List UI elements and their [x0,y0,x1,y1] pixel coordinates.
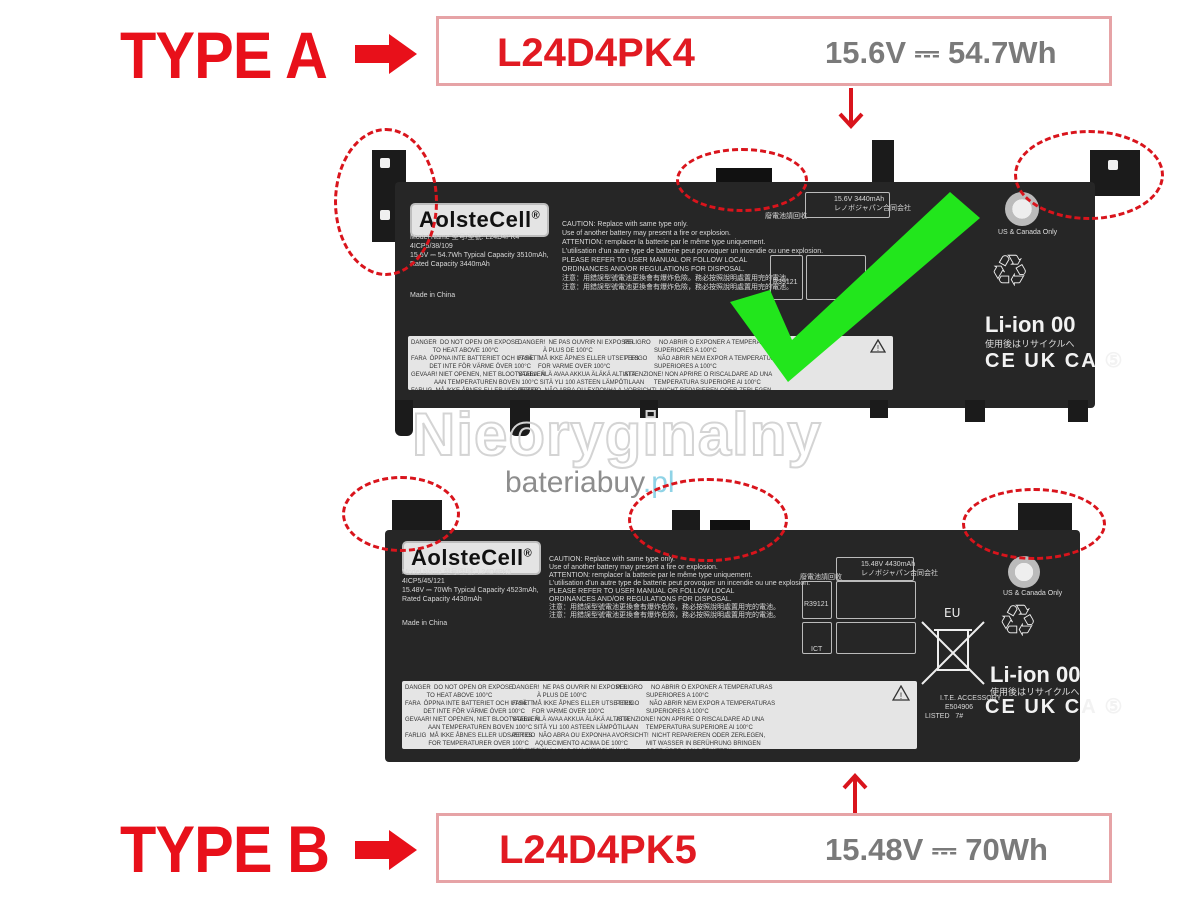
foot [1068,400,1088,422]
bsmi-mark: R39121 [802,581,832,619]
watermark-site-name: bateriabuy [505,466,643,499]
warning-triangle-icon: ! [870,339,886,353]
bsmi-mark: R39121 [770,255,803,300]
warning-col-2: DANGER! NE PAS OUVRIR NI EXPOSER À PLUS … [512,685,639,747]
down-arrow-icon [838,88,864,129]
kc-mark [836,622,916,654]
caution-1: Use of another battery may present a fir… [562,230,731,237]
type-a-model-box: L24D4PK4 15.6V ⎓ 54.7Wh [436,16,1112,86]
caution-3: L'utilisation d'un autre type de batteri… [562,248,824,255]
recycle-icon: ♲ [990,247,1030,296]
us-canada-label: US & Canada Only [998,229,1058,236]
ul-code: E504906 [945,704,974,711]
type-b-label: TYPE B [120,812,330,886]
cert-marks: CE UK CA ⑤ [985,696,1125,718]
highlight-circle [676,148,808,212]
svg-text:!: ! [900,691,903,701]
rated-line: Rated Capacity 4430mAh [402,596,482,603]
foot [870,400,888,418]
caution-2: ATTENTION: remplacer la batterie par le … [562,239,766,246]
ict-mark: ICT [802,622,832,654]
type-a-spec: 15.6V ⎓ 54.7Wh [825,35,1057,70]
pse-text: 15.6V 3440mAh レノボジャパン合同会社 [834,196,911,212]
caution-5: ORDINANCES AND/OR REGULATIONS FOR DISPOS… [549,596,732,603]
liion-sub: 使用後はリサイクルへ [985,340,1075,350]
eu-label: EU [944,606,961,620]
right-arrow-icon [355,830,417,870]
caution-2: ATTENTION: remplacer la batterie par le … [549,572,753,579]
liion-label: Li-ion 00 [990,662,1081,687]
cell-line: 4ICP5/38/109 [410,243,453,250]
recycle-icon: ♲ [998,597,1038,646]
type-b-model-code: L24D4PK5 [499,828,697,872]
capacity-line: 15.6V ⎓ 54.7Wh Typical Capacity 3510mAh, [410,252,549,259]
capacity-line: 15.48V ⎓ 70Wh Typical Capacity 4523mAh, [402,587,539,594]
warning-label: DANGER DO NOT OPEN OR EXPOSE TO HEAT ABO… [402,681,917,749]
ict-label: ICT [811,646,823,653]
rated-line: Rated Capacity 3440mAh [410,261,490,268]
brand-mark: ® [531,209,541,222]
svg-text:!: ! [877,344,879,353]
cert-marks: CE UK CA ⑤ [985,350,1125,372]
type-a-label: TYPE A [120,18,328,92]
pse-mark: 15.6V 3440mAh レノボジャパン合同会社 [805,192,911,218]
highlight-circle [962,488,1106,560]
highlight-circle [334,128,438,276]
caution-4: PLEASE REFER TO USER MANUAL OR FOLLOW LO… [562,257,748,264]
warning-col-3: PELIGRO NO ABRIR O EXPONER A TEMPERATURA… [624,340,784,390]
watermark-text: Nieoryginalny [411,400,822,469]
caution-6: 注意：用錯誤型號電池更換會有爆炸危險，務必按照說明處置用完的電池。 [549,604,780,611]
brand-name: AolsteCell [419,207,532,232]
caution-1: Use of another battery may present a fir… [549,564,718,571]
made-in: Made in China [410,292,456,299]
ul-seal [1008,556,1040,588]
liion-label: Li-ion 00 [985,312,1076,337]
recycle-label: 廢電池請回收 [800,574,842,581]
caution-0: CAUTION: Replace with same type only. [562,221,688,228]
foot [395,400,413,436]
made-in: Made in China [402,620,448,627]
brand-mark: ® [523,547,533,560]
weee-bin-icon [921,621,985,685]
pse-mark: 15.48V 4430mAh レノボジャパン合同会社 [836,557,938,581]
caution-5: ORDINANCES AND/OR REGULATIONS FOR DISPOS… [562,266,745,273]
up-arrow-icon [842,773,868,814]
highlight-circle [628,478,788,562]
cert-code: R39121 [773,279,798,286]
warning-col-3: PELIGRO NO ABRIR O EXPONER A TEMPERATURA… [616,685,776,747]
ul-listed: LISTED 7# [925,713,964,720]
warning-triangle-icon: ! [892,685,910,701]
caution-7: 注意：用錯誤型號電池更換會有爆炸危險，務必按照說明處置用完的電池。 [562,284,793,291]
right-arrow-icon [355,34,417,74]
spec-table [836,581,916,619]
caution-0: CAUTION: Replace with same type only. [549,556,675,563]
type-a-model-code: L24D4PK4 [497,31,695,75]
warning-col-1: DANGER DO NOT OPEN OR EXPOSE TO HEAT ABO… [411,340,546,390]
caution-4: PLEASE REFER TO USER MANUAL OR FOLLOW LO… [549,588,735,595]
mount-tab-mid [872,140,894,190]
pse-text: 15.48V 4430mAh レノボジャパン合同会社 [861,561,938,577]
foot [965,400,985,422]
caution-6: 注意：用錯誤型號電池更換會有爆炸危險。務必按照說明處置用完的電池。 [562,275,793,282]
ite-accessory: I.T.E. ACCESSORY [940,695,1002,702]
cert-code: R39121 [804,601,829,608]
caution-3: L'utilisation d'un autre type de batteri… [549,580,811,587]
warning-col-1: DANGER DO NOT OPEN OR EXPOSE TO HEAT ABO… [405,685,540,747]
liion-sub: 使用後はリサイクルへ [990,688,1080,698]
highlight-circle [1014,130,1164,220]
model-line: Model Name 型号/型號: L24D4PK5 [402,569,512,576]
foot [510,400,530,436]
type-b-spec: 15.48V ⎓ 70Wh [825,832,1048,867]
caution-7: 注意：用錯誤型號電池更換會有爆炸危險，務必按照說明處置用完的電池。 [549,612,780,619]
checkmark-icon [730,192,980,382]
cell-line: 4ICP5/45/121 [402,578,445,585]
foot [640,400,658,418]
type-b-model-box: L24D4PK5 15.48V ⎓ 70Wh [436,813,1112,883]
highlight-circle [342,476,460,552]
warning-col-2: DANGER! NE PAS OUVRIR NI EXPOSER À PLUS … [518,340,645,390]
recycle-label: 廢電池請回收 [765,213,807,220]
brand-name: AolsteCell [411,545,524,570]
us-canada-label: US & Canada Only [1003,590,1063,597]
